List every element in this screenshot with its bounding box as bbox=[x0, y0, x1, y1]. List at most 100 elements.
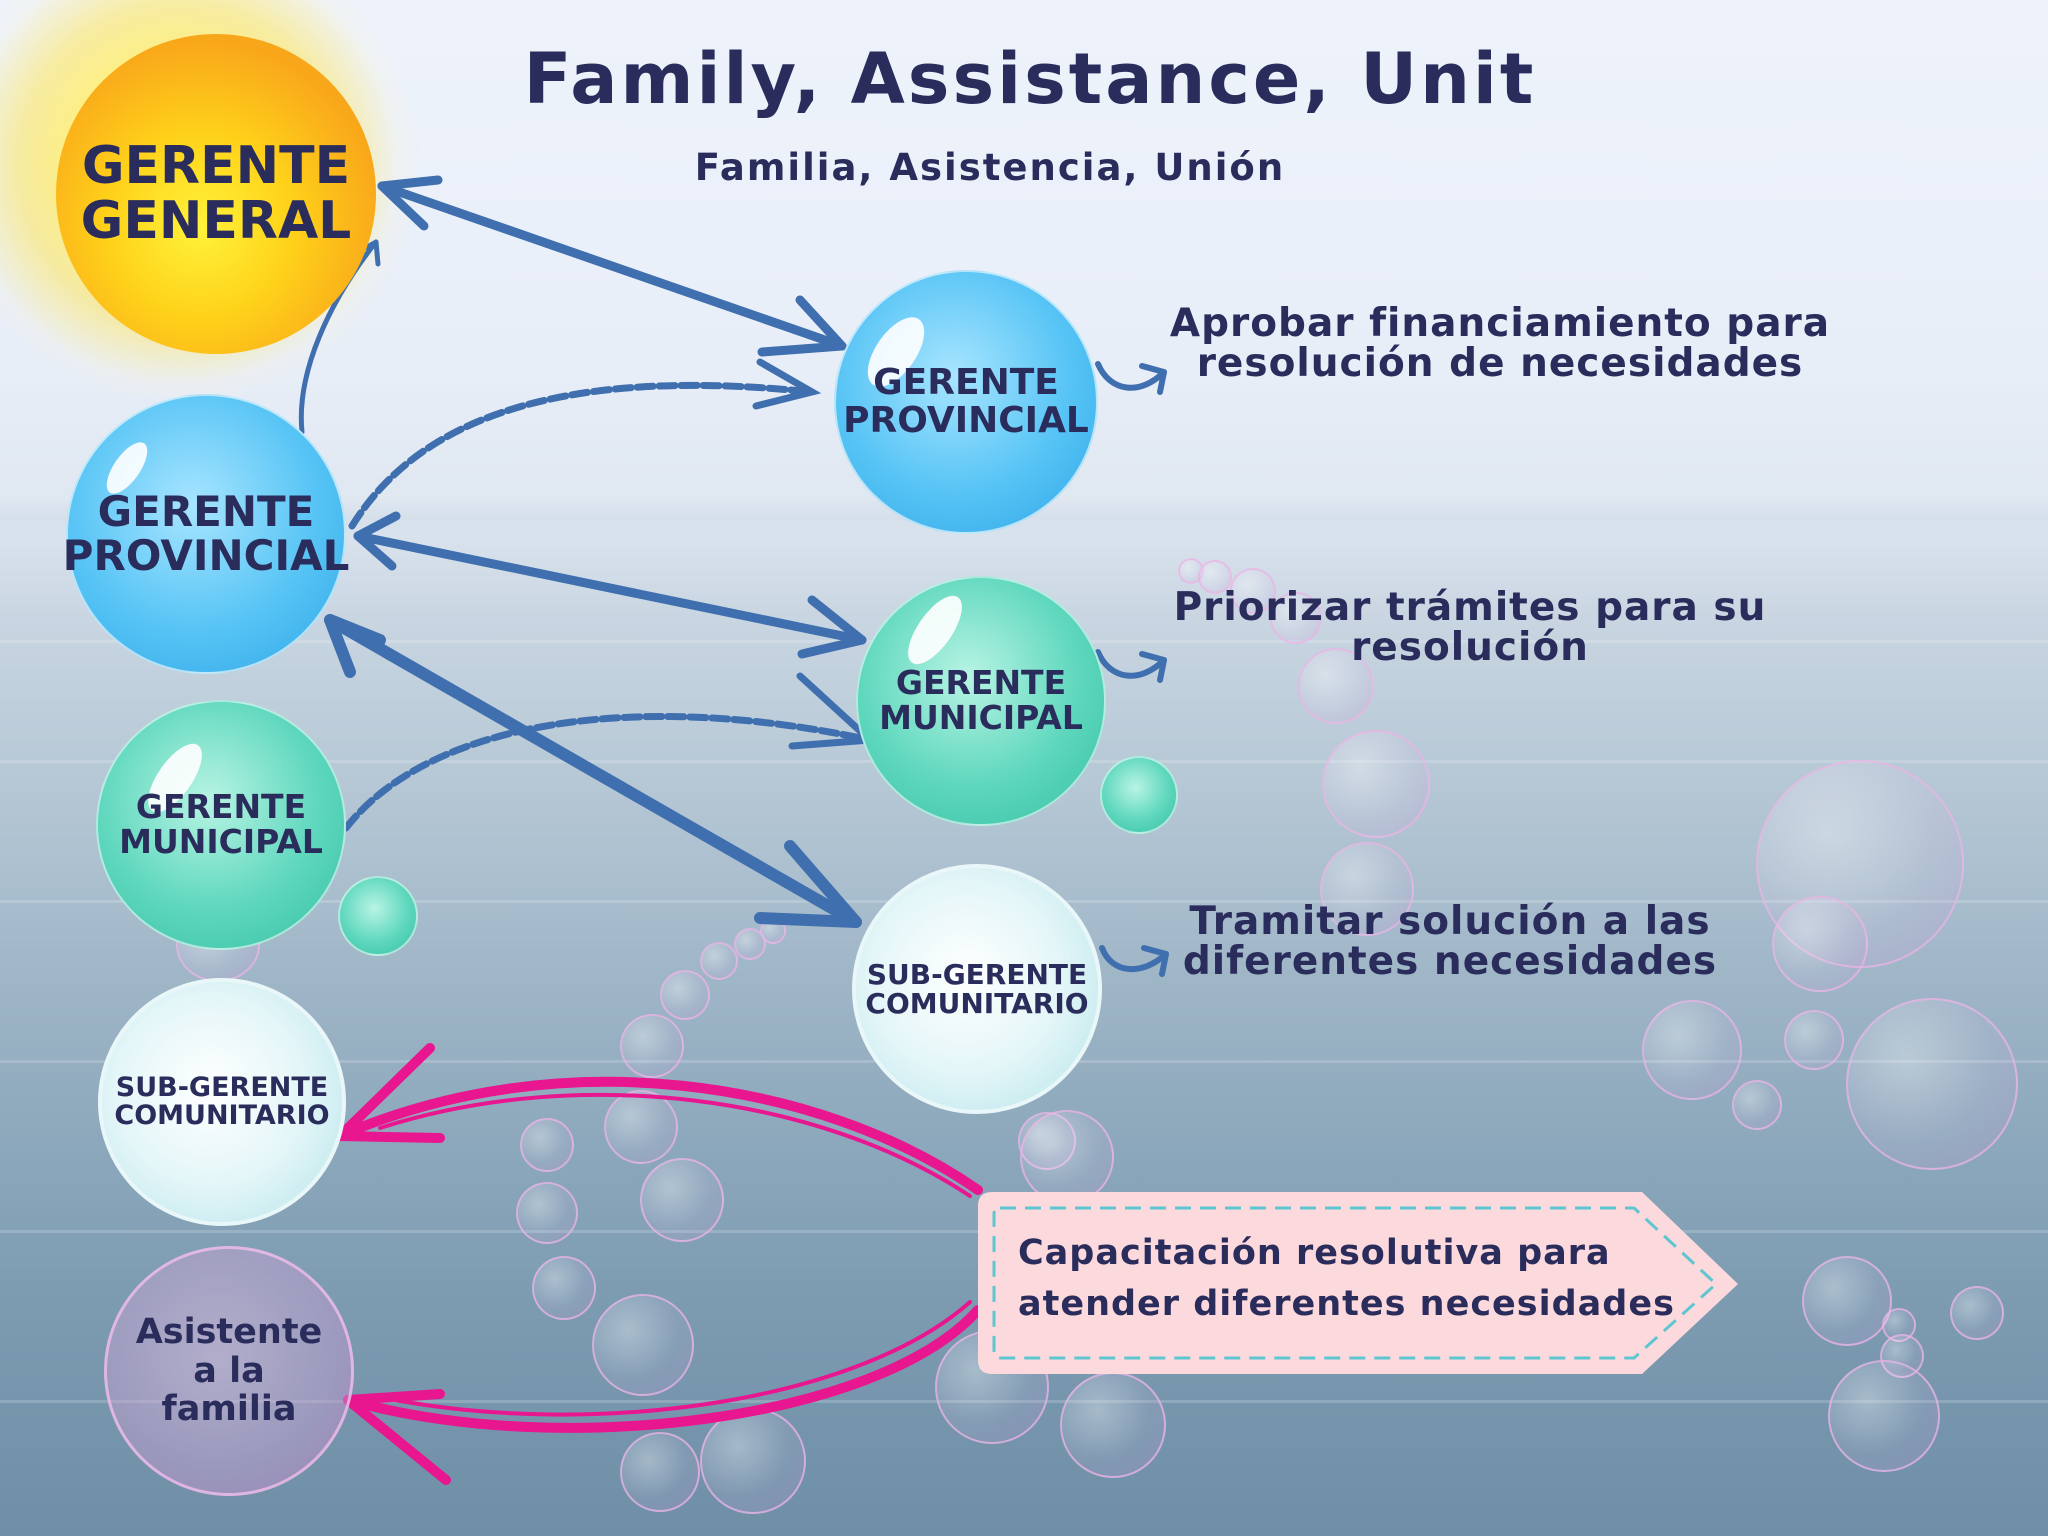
magenta-sketch-line bbox=[382, 1300, 972, 1417]
action-line: Priorizar trámites para su bbox=[1173, 585, 1767, 630]
sketch-arrow-municipal bbox=[342, 713, 874, 832]
node-label: SUB-GERENTE COMUNITARIO bbox=[114, 1071, 330, 1131]
soap-bubble bbox=[620, 1432, 700, 1512]
diagram-title: Family, Assistance, Unit bbox=[523, 38, 1537, 120]
arrow-head-provincial-left bbox=[353, 511, 401, 571]
node-label-line: familia bbox=[161, 1389, 297, 1430]
node-label: GERENTE MUNICIPAL bbox=[119, 790, 323, 859]
soap-bubble bbox=[532, 1256, 596, 1320]
node-subgerente-comunitario-left: SUB-GERENTE COMUNITARIO bbox=[98, 978, 346, 1226]
action-text-municipal: Priorizar trámites para su resolución bbox=[1160, 585, 1780, 671]
soap-bubble bbox=[1950, 1286, 2004, 1340]
node-label: GERENTE GENERAL bbox=[81, 139, 352, 248]
arrow-head-action-provincial bbox=[1139, 363, 1167, 395]
soap-bubble bbox=[1784, 1010, 1844, 1070]
action-line: Tramitar solución a las bbox=[1189, 899, 1711, 944]
soap-bubble bbox=[604, 1090, 678, 1164]
soap-bubble bbox=[1320, 842, 1414, 936]
soap-bubble bbox=[1732, 1080, 1782, 1130]
bubble-highlight bbox=[898, 587, 972, 673]
node-label-line: COMUNITARIO bbox=[865, 987, 1089, 1020]
soap-bubble bbox=[1298, 648, 1374, 724]
action-line: diferentes necesidades bbox=[1182, 939, 1718, 985]
arrow-head-municipal-right bbox=[797, 595, 867, 659]
soap-bubble bbox=[592, 1294, 694, 1396]
node-label-line: GERENTE bbox=[81, 136, 351, 197]
arrow-to-action-municipal bbox=[1095, 649, 1167, 679]
soap-bubble bbox=[700, 942, 738, 980]
magenta-arrow-to-subgerente bbox=[335, 1076, 983, 1195]
node-label-line: GERENTE bbox=[895, 663, 1067, 703]
node-label-line: Asistente bbox=[135, 1312, 323, 1353]
soap-bubble bbox=[1642, 1000, 1742, 1100]
node-label: SUB-GERENTE COMUNITARIO bbox=[865, 957, 1089, 1020]
magenta-sketch-line bbox=[378, 1092, 972, 1198]
node-label-line: GENERAL bbox=[80, 191, 352, 251]
soap-bubble bbox=[1270, 592, 1322, 644]
arrow-provincial-municipal bbox=[353, 531, 867, 645]
node-label-line: MUNICIPAL bbox=[119, 822, 323, 861]
callout-line: Capacitación resolutiva para bbox=[1018, 1233, 1611, 1273]
arrow-head-general bbox=[377, 175, 443, 231]
soap-bubble bbox=[520, 1118, 574, 1172]
magenta-arrow-to-asistente bbox=[343, 1305, 983, 1433]
arrow-head-action-comunitario bbox=[1141, 945, 1169, 977]
soap-bubble bbox=[1198, 560, 1232, 594]
node-label: GERENTE MUNICIPAL bbox=[879, 666, 1083, 735]
node-label-line: a la bbox=[193, 1350, 265, 1391]
soap-bubble bbox=[1060, 1372, 1166, 1478]
sketch-arrow-provincial bbox=[348, 381, 816, 530]
node-gerente-general: GERENTE GENERAL bbox=[56, 34, 376, 354]
arrow-general-provincial bbox=[377, 181, 847, 351]
node-gerente-municipal-right: GERENTE MUNICIPAL bbox=[856, 576, 1106, 826]
action-text-provincial: Aprobar financiamiento para resolución d… bbox=[1160, 301, 1840, 387]
callout-text: Capacitación resolutiva para atender dif… bbox=[1018, 1228, 1698, 1330]
node-label: GERENTE PROVINCIAL bbox=[63, 486, 350, 578]
action-line: resolución bbox=[1351, 625, 1589, 671]
node-gerente-provincial-left: GERENTE PROVINCIAL bbox=[63, 394, 349, 674]
node-gerente-provincial-right: GERENTE PROVINCIAL bbox=[834, 270, 1098, 534]
soap-bubble bbox=[734, 928, 766, 960]
arrow-to-action-comunitario bbox=[1099, 945, 1169, 972]
node-label-line: SUB-GERENTE bbox=[115, 1071, 329, 1103]
soap-bubble bbox=[1828, 1360, 1940, 1472]
node-label-line: SUB-GERENTE bbox=[866, 957, 1088, 991]
soap-bubble bbox=[620, 1014, 684, 1078]
node-gerente-municipal-left: GERENTE MUNICIPAL bbox=[96, 700, 346, 950]
action-text-comunitario: Tramitar solución a las diferentes neces… bbox=[1170, 899, 1730, 985]
soap-bubble bbox=[1020, 1110, 1114, 1204]
action-line: resolución de necesidades bbox=[1196, 341, 1804, 387]
soap-bubble bbox=[1802, 1256, 1892, 1346]
small-green-bubble bbox=[1100, 756, 1178, 834]
small-green-bubble bbox=[338, 876, 418, 956]
diagram-subtitle: Familia, Asistencia, Unión bbox=[694, 146, 1286, 189]
node-label-line: GERENTE bbox=[135, 787, 307, 827]
soap-bubble bbox=[640, 1158, 724, 1242]
soap-bubble bbox=[1772, 896, 1868, 992]
node-label-line: PROVINCIAL bbox=[843, 400, 1089, 441]
sketch-arrow-head-provincial bbox=[752, 358, 822, 410]
action-line: Aprobar financiamiento para bbox=[1169, 301, 1831, 346]
soap-bubble bbox=[1230, 568, 1276, 614]
node-label: GERENTE PROVINCIAL bbox=[843, 364, 1089, 440]
soap-bubble bbox=[1322, 730, 1430, 838]
soap-bubble bbox=[516, 1182, 578, 1244]
soap-bubble bbox=[700, 1408, 806, 1514]
arrow-head-provincial-right bbox=[757, 295, 847, 357]
node-label-line: GERENTE bbox=[97, 486, 315, 536]
callout-shape bbox=[978, 1192, 1738, 1374]
node-asistente-familia: Asistente a la familia bbox=[104, 1246, 354, 1496]
arrow-head-subgerente-right bbox=[754, 840, 862, 928]
arrow-head-action-municipal bbox=[1139, 651, 1167, 683]
arrow-to-action-provincial bbox=[1095, 361, 1167, 391]
soap-bubble bbox=[660, 970, 710, 1020]
soap-bubble bbox=[1846, 998, 2018, 1170]
node-label-line: MUNICIPAL bbox=[879, 698, 1083, 737]
callout-line: atender diferentes necesidades bbox=[1018, 1283, 1675, 1324]
node-label-line: COMUNITARIO bbox=[114, 1100, 330, 1131]
node-label-line: GERENTE bbox=[873, 362, 1059, 404]
arrow-head-provincial-lower bbox=[324, 614, 386, 678]
arrow-provincial-subgerente bbox=[324, 614, 862, 928]
node-label: Asistente a la familia bbox=[136, 1313, 323, 1429]
